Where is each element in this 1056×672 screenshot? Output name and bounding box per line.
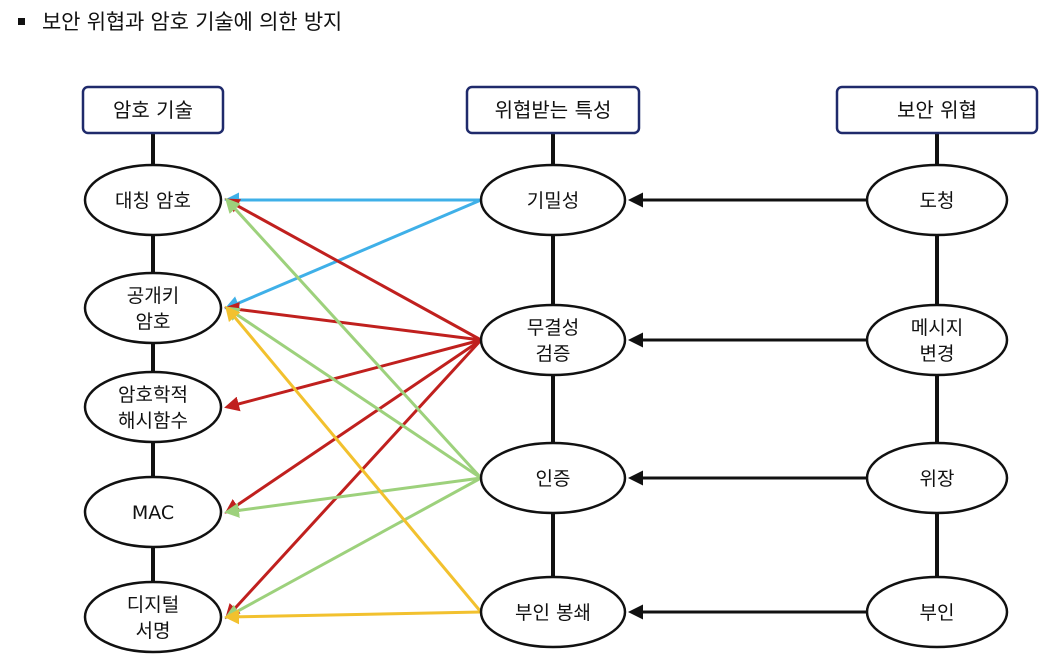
arrow-integ-to-sig: [224, 338, 483, 620]
node-auth-label: 인증: [536, 468, 571, 490]
arrow-auth-to-pub: [224, 306, 482, 480]
node-sym-label: 대칭 암호: [115, 190, 191, 212]
arrow-auth-to-sig: [224, 476, 482, 619]
node-deny-ellipse: [865, 575, 1009, 649]
node-sig-label: 디지털: [127, 594, 179, 616]
node-conf: 기밀성: [479, 163, 627, 237]
node-deny-label: 부인: [920, 602, 955, 624]
node-conf-label: 기밀성: [527, 190, 579, 212]
node-eaves-ellipse: [865, 163, 1009, 237]
bullet-icon: [18, 17, 25, 25]
node-eaves-label: 도청: [920, 190, 955, 212]
node-hash-ellipse: [83, 370, 223, 444]
node-hash-label: 암호학적: [118, 384, 188, 406]
header-security-threats-box: [835, 85, 1039, 135]
header-crypto-tech-label: 암호 기술: [113, 98, 193, 122]
arrow-conf-to-pub: [224, 198, 482, 311]
arrow-auth-to-mac: [224, 476, 482, 518]
node-nonrep: 부인 봉쇄: [479, 575, 627, 649]
page-title: 보안 위협과 암호 기술에 의한 방지: [42, 10, 343, 34]
arrow-nonrep-to-sig: [224, 609, 482, 625]
page-title-row: 보안 위협과 암호 기술에 의한 방지: [18, 6, 342, 36]
node-sig-label: 서명: [136, 620, 171, 642]
node-spoof-label: 위장: [920, 468, 955, 490]
arrow-nonrep-to-pub: [225, 305, 483, 613]
arrow-integ-to-mac: [224, 338, 482, 514]
node-mac-ellipse: [83, 475, 223, 549]
node-mod-label: 변경: [920, 343, 955, 365]
node-pub-label: 암호: [136, 311, 171, 333]
node-nonrep-label: 부인 봉쇄: [515, 602, 591, 624]
node-deny: 부인: [865, 575, 1009, 649]
node-mod-label: 메시지: [911, 317, 963, 339]
arrow-auth-to-sym: [224, 197, 483, 480]
node-integ-label: 무결성: [527, 317, 579, 339]
node-spoof: 위장: [865, 441, 1009, 515]
node-sig-ellipse: [83, 580, 223, 654]
arrow-integ-to-pub: [224, 302, 482, 342]
node-sym: 대칭 암호: [83, 163, 223, 237]
node-eaves: 도청: [865, 163, 1009, 237]
node-integ-label: 검증: [536, 343, 571, 365]
node-auth-ellipse: [479, 441, 627, 515]
node-hash-label: 해시함수: [118, 410, 188, 432]
header-security-threats-label: 보안 위협: [897, 98, 977, 122]
node-pub-label: 공개키: [127, 285, 179, 307]
arrow-integ-to-hash: [224, 338, 482, 412]
arrow-integ-to-sym: [224, 198, 482, 342]
node-integ-ellipse: [479, 303, 627, 377]
node-conf-ellipse: [479, 163, 627, 237]
node-nonrep-ellipse: [479, 575, 627, 649]
node-pub-ellipse: [83, 271, 223, 345]
header-security-threats: 보안 위협: [835, 85, 1039, 135]
header-crypto-tech-box: [81, 85, 225, 135]
header-threatened-properties-box: [465, 85, 641, 135]
node-sym-ellipse: [83, 163, 223, 237]
header-threatened-properties-label: 위협받는 특성: [495, 98, 612, 122]
node-mod-ellipse: [865, 303, 1009, 377]
node-spoof-ellipse: [865, 441, 1009, 515]
node-mac: MAC: [83, 475, 223, 549]
header-threatened-properties: 위협받는 특성: [465, 85, 641, 135]
mapping-arrows: [224, 192, 867, 625]
node-auth: 인증: [479, 441, 627, 515]
header-crypto-tech: 암호 기술: [81, 85, 225, 135]
node-mac-label: MAC: [132, 502, 174, 524]
